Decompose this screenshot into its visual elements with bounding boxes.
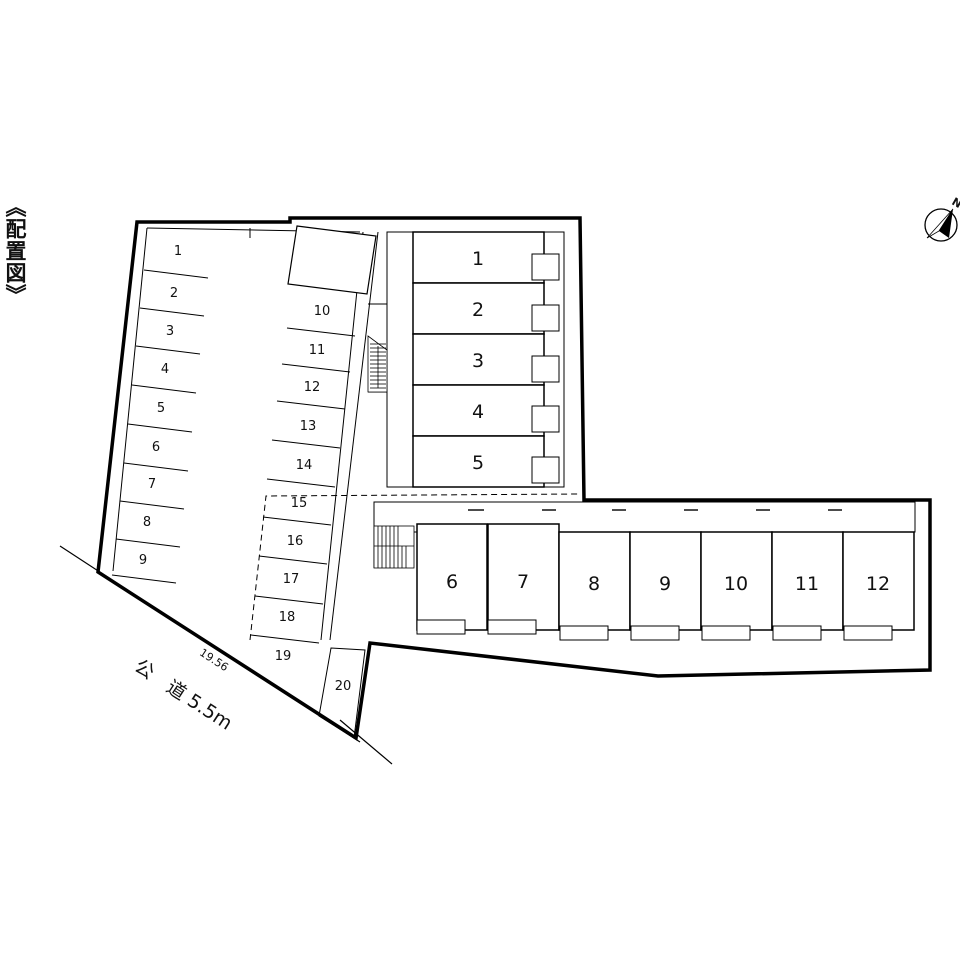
- parking-stall-20-label: 20: [335, 679, 352, 694]
- parking-stall-13: 13: [300, 419, 317, 434]
- parking-lot: [112, 227, 379, 641]
- unit-12: 12: [866, 573, 890, 595]
- unit-6: 6: [446, 571, 458, 593]
- building-b-balconies: [416, 619, 893, 641]
- parking-stall-8: 8: [143, 515, 151, 530]
- north-compass-icon: N: [924, 195, 960, 242]
- unit-1: 1: [472, 248, 484, 270]
- parking-stall-7: 7: [148, 477, 156, 492]
- parking-stall-3: 3: [166, 324, 174, 339]
- stall-area-dashed: [249, 493, 579, 641]
- unit-7: 7: [517, 571, 529, 593]
- road-frontage-dimension: 19.56: [197, 646, 230, 674]
- unit-11: 11: [795, 573, 819, 595]
- parking-stall-5: 5: [157, 401, 165, 416]
- parking-stall-11: 11: [309, 343, 326, 358]
- parking-stall-19: 19: [275, 649, 292, 664]
- parking-stall-6: 6: [152, 440, 160, 455]
- north-label: N: [950, 195, 960, 211]
- unit-2: 2: [472, 299, 484, 321]
- parking-stall-14: 14: [296, 458, 313, 473]
- parking-stall-9: 9: [139, 553, 147, 568]
- parking-stall-18: 18: [279, 610, 296, 625]
- site-plan-heading: 《配置図》: [3, 196, 27, 306]
- staircase-b: [373, 525, 415, 569]
- parking-stall-16: 16: [287, 534, 304, 549]
- storage-shed: [287, 225, 377, 295]
- building-a-units: [412, 231, 545, 488]
- parking-stall-10: 10: [314, 304, 331, 319]
- parking-stall-20: [318, 647, 366, 739]
- parking-stall-4: 4: [161, 362, 169, 377]
- unit-10: 10: [724, 573, 748, 595]
- building-a-balconies: [531, 253, 560, 484]
- parking-stall-15: 15: [291, 496, 308, 511]
- unit-9: 9: [659, 573, 671, 595]
- parking-stall-1: 1: [174, 244, 182, 259]
- parking-stall-12: 12: [304, 380, 321, 395]
- staircase-a: [367, 335, 388, 393]
- parking-stall-2: 2: [170, 286, 178, 301]
- site-boundary: [96, 216, 932, 741]
- road-line-bottom: [339, 719, 393, 765]
- right-stall-lines: [250, 327, 356, 644]
- left-stall-lines: [111, 269, 209, 584]
- unit-8: 8: [588, 573, 600, 595]
- building-b-units: [416, 523, 915, 631]
- parking-stall-17: 17: [283, 572, 300, 587]
- unit-4: 4: [472, 401, 484, 423]
- unit-3: 3: [472, 350, 484, 372]
- unit-5: 5: [472, 452, 484, 474]
